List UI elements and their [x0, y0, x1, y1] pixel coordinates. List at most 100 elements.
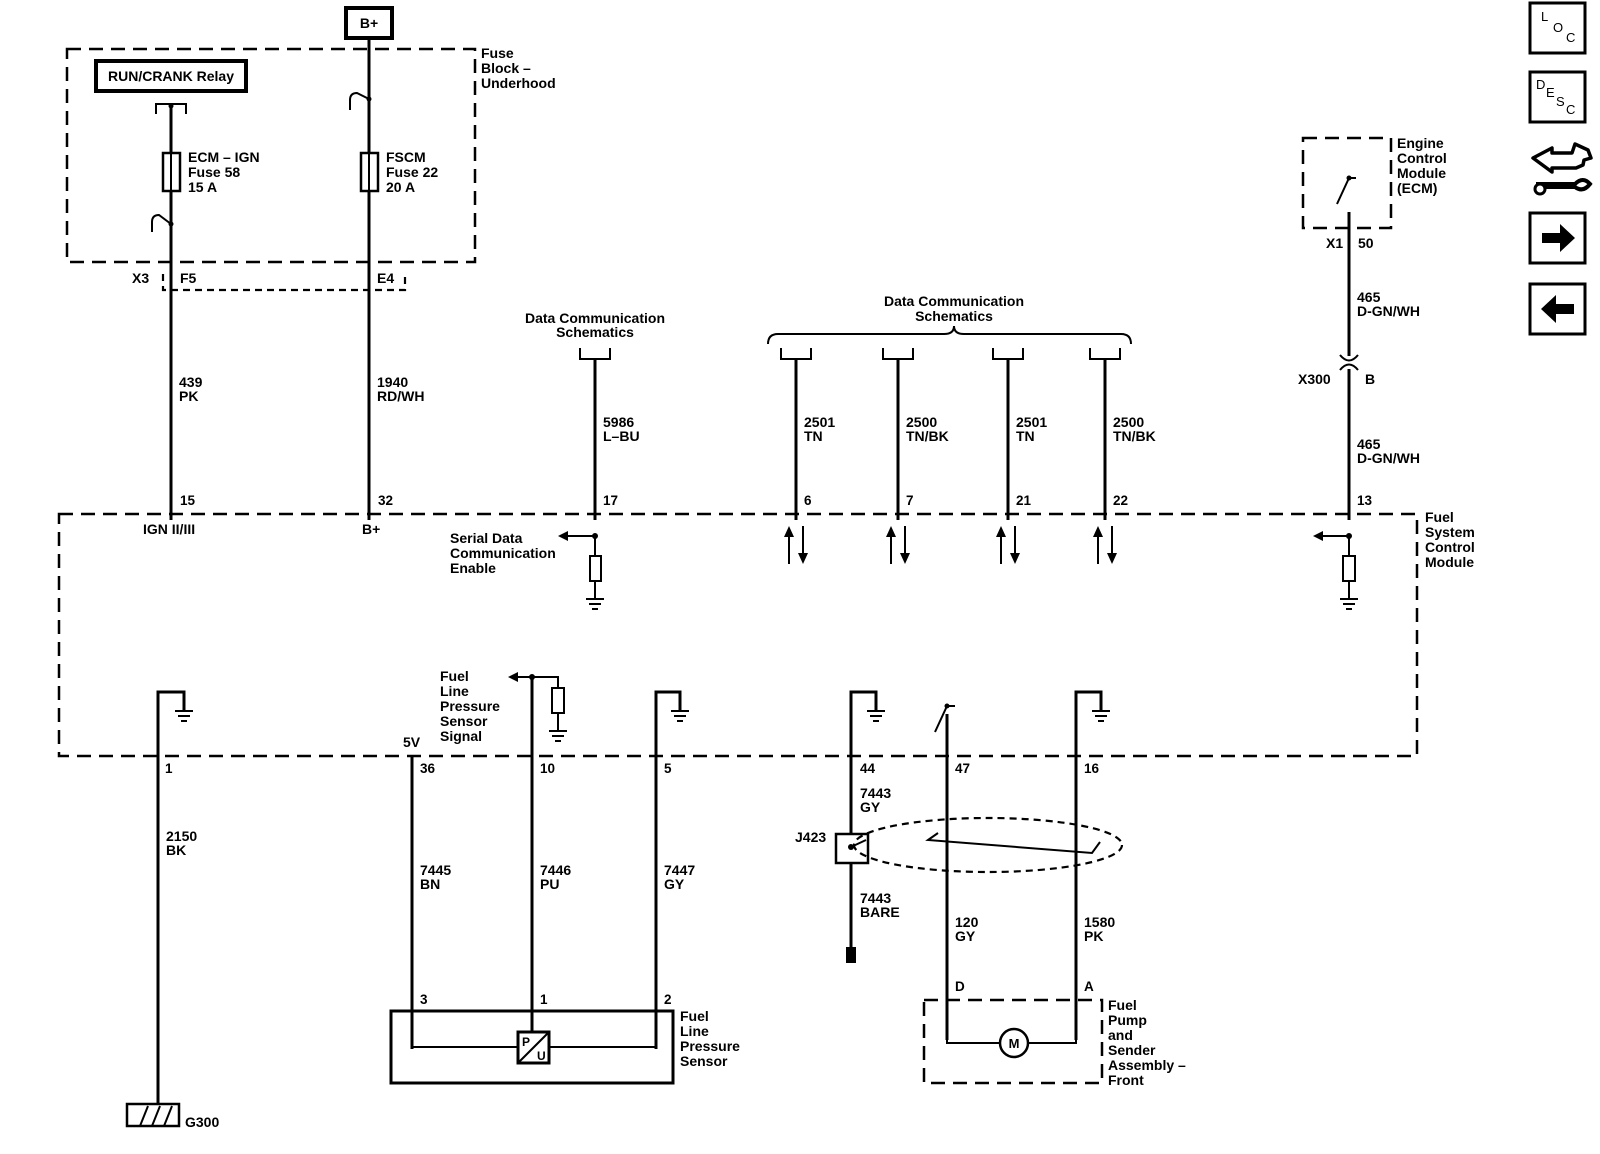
fuel-system-control-module: Fuel System Control Module: [57, 509, 1475, 758]
svg-text:GY: GY: [860, 799, 881, 815]
svg-text:G300: G300: [185, 1114, 219, 1130]
svg-text:Module: Module: [1425, 554, 1474, 570]
serial-data-enable-circuit: Serial Data Communication Enable: [450, 530, 604, 610]
svg-text:Line: Line: [440, 683, 469, 699]
svg-text:7446: 7446: [540, 862, 571, 878]
svg-text:X1: X1: [1326, 235, 1343, 251]
fuel-pump-sender-assembly: D A M Fuel Pump and Sender Assembly – Fr…: [922, 979, 1186, 1088]
svg-text:IGN II/III: IGN II/III: [143, 521, 195, 537]
svg-text:System: System: [1425, 524, 1475, 540]
svg-text:1: 1: [165, 761, 173, 776]
svg-text:Serial Data: Serial Data: [450, 530, 523, 546]
desc-icon[interactable]: D E S C: [1528, 70, 1587, 124]
svg-text:36: 36: [420, 761, 436, 776]
svg-text:PU: PU: [540, 876, 559, 892]
battery-supply: B+: [344, 6, 394, 40]
svg-text:J423: J423: [795, 829, 826, 845]
svg-text:Enable: Enable: [450, 560, 496, 576]
svg-text:L: L: [1541, 9, 1548, 24]
svg-text:O: O: [1553, 20, 1563, 35]
fuse-block-title-3: Underhood: [481, 75, 556, 91]
svg-text:5V: 5V: [403, 734, 421, 750]
svg-text:E: E: [1546, 85, 1555, 100]
svg-text:GY: GY: [955, 928, 976, 944]
svg-text:1940: 1940: [377, 374, 408, 390]
svg-text:TN/BK: TN/BK: [1113, 428, 1156, 444]
svg-text:Fuel: Fuel: [1108, 997, 1137, 1013]
svg-text:20 A: 20 A: [386, 179, 415, 195]
svg-text:13: 13: [1357, 493, 1373, 508]
svg-text:1580: 1580: [1084, 914, 1115, 930]
svg-text:Fuel: Fuel: [1425, 509, 1454, 525]
svg-text:2150: 2150: [166, 828, 197, 844]
svg-text:120: 120: [955, 914, 979, 930]
data-comm-left: Data Communication Schematics 5986 L–BU: [525, 310, 665, 520]
svg-text:Sender: Sender: [1108, 1042, 1156, 1058]
svg-text:RD/WH: RD/WH: [377, 388, 424, 404]
svg-text:15: 15: [180, 493, 196, 508]
connector-x300: [1339, 354, 1359, 362]
svg-text:15 A: 15 A: [188, 179, 217, 195]
svg-text:16: 16: [1084, 761, 1100, 776]
svg-text:22: 22: [1113, 493, 1128, 508]
svg-text:Communication: Communication: [450, 545, 556, 561]
svg-text:ECM – IGN: ECM – IGN: [188, 149, 260, 165]
svg-text:7: 7: [906, 493, 914, 508]
data-comm-right: Data Communication Schematics 2501 TN 25…: [767, 293, 1156, 520]
svg-text:PK: PK: [1084, 928, 1103, 944]
svg-text:21: 21: [1016, 493, 1032, 508]
svg-text:1: 1: [540, 992, 548, 1007]
svg-text:D-GN/WH: D-GN/WH: [1357, 303, 1420, 319]
svg-text:439: 439: [179, 374, 203, 390]
svg-text:F5: F5: [180, 270, 197, 286]
svg-text:Data Communication: Data Communication: [525, 310, 665, 326]
svg-text:A: A: [1084, 979, 1094, 994]
fscm-input-13: [1313, 531, 1358, 610]
splice-j423: J423: [795, 816, 1124, 963]
svg-text:Control: Control: [1397, 150, 1447, 166]
svg-text:B: B: [1365, 371, 1375, 387]
svg-text:C: C: [1566, 102, 1575, 117]
svg-text:10: 10: [540, 761, 555, 776]
svg-text:D-GN/WH: D-GN/WH: [1357, 450, 1420, 466]
pump-switch-circuit: [934, 703, 955, 1040]
svg-text:3: 3: [420, 992, 428, 1007]
svg-text:TN: TN: [1016, 428, 1035, 444]
svg-text:7447: 7447: [664, 862, 695, 878]
svg-text:Pressure: Pressure: [680, 1038, 740, 1054]
svg-text:17: 17: [603, 493, 618, 508]
svg-text:7443: 7443: [860, 890, 891, 906]
loc-icon[interactable]: L O C: [1528, 1, 1587, 55]
run-crank-relay: [94, 59, 248, 93]
svg-text:RUN/CRANK Relay: RUN/CRANK Relay: [108, 68, 234, 84]
svg-text:TN/BK: TN/BK: [906, 428, 949, 444]
5v-reference-circuit: 5V: [403, 734, 421, 1049]
svg-text:Engine: Engine: [1397, 135, 1444, 151]
svg-text:Front: Front: [1108, 1072, 1144, 1088]
svg-text:6: 6: [804, 493, 812, 508]
next-arrow-icon[interactable]: [1528, 211, 1587, 265]
svg-text:2500: 2500: [906, 414, 937, 430]
svg-text:P: P: [522, 1035, 530, 1049]
back-arrow-icon[interactable]: [1528, 282, 1587, 336]
svg-text:Control: Control: [1425, 539, 1475, 555]
svg-text:X3: X3: [132, 270, 149, 286]
svg-text:Pressure: Pressure: [440, 698, 500, 714]
svg-text:Fuel: Fuel: [440, 668, 469, 684]
svg-text:PK: PK: [179, 388, 198, 404]
svg-text:5: 5: [664, 761, 672, 776]
svg-text:and: and: [1108, 1027, 1133, 1043]
svg-text:U: U: [537, 1049, 546, 1063]
svg-text:2501: 2501: [1016, 414, 1047, 430]
svg-text:Sensor: Sensor: [680, 1053, 728, 1069]
svg-text:Schematics: Schematics: [556, 324, 634, 340]
svg-text:Sensor: Sensor: [440, 713, 488, 729]
svg-text:D: D: [955, 979, 965, 994]
connector-x3: X3 F5 E4: [132, 270, 407, 292]
svg-text:BARE: BARE: [860, 904, 900, 920]
svg-text:47: 47: [955, 761, 970, 776]
svg-text:32: 32: [378, 493, 393, 508]
tools-icon[interactable]: [1531, 142, 1593, 196]
svg-text:Data Communication: Data Communication: [884, 293, 1024, 309]
